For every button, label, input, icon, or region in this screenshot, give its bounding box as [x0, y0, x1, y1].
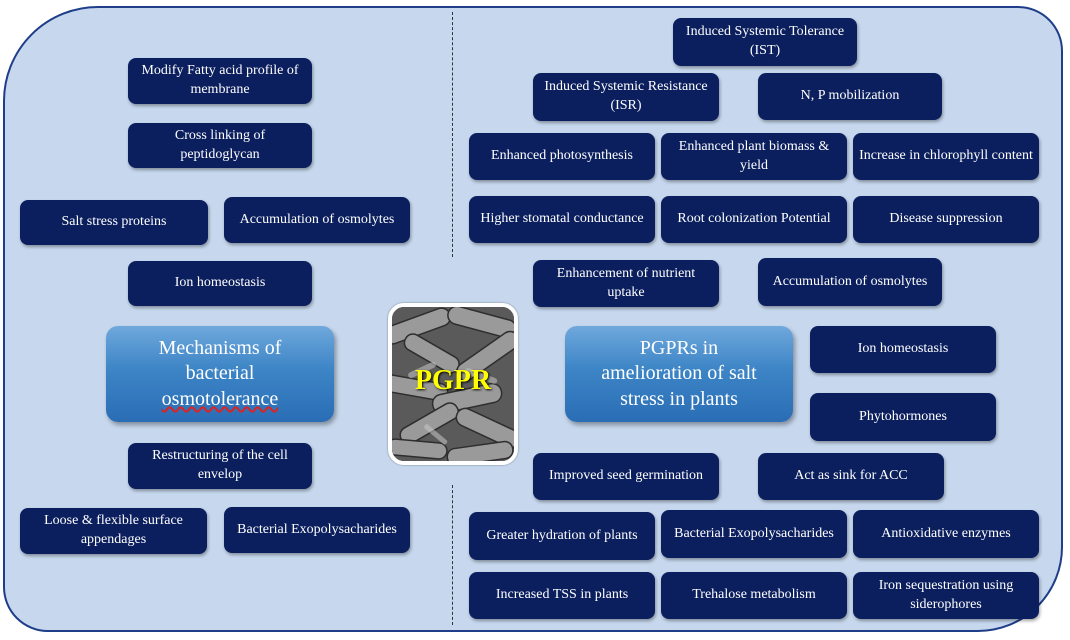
box-stomatal: Higher stomatal conductance — [469, 196, 655, 243]
hub-right-line1: PGPRs in — [639, 336, 719, 359]
bacteria-micrograph-icon — [392, 307, 514, 461]
box-tss: Increased TSS in plants — [469, 572, 655, 619]
center-divider-top — [452, 12, 453, 257]
box-nutrient-uptake: Enhancement of nutrient uptake — [533, 260, 719, 307]
hub-right-line2: amelioration of salt — [601, 362, 757, 385]
box-hydration: Greater hydration of plants — [469, 512, 655, 560]
hub-right-line3: stress in plants — [620, 387, 738, 410]
box-restructuring: Restructuring of the cell envelop — [128, 443, 312, 489]
box-np-mobilization: N, P mobilization — [758, 73, 942, 120]
box-iron-sequestration: Iron sequestration using siderophores — [853, 572, 1039, 619]
box-photosynthesis: Enhanced photosynthesis — [469, 133, 655, 180]
box-chlorophyll: Increase in chlorophyll content — [853, 133, 1039, 180]
pgpr-micrograph-image: PGPR — [388, 303, 518, 465]
box-antioxidative: Antioxidative enzymes — [853, 510, 1039, 558]
box-exopolysacharides-left: Bacterial Exopolysacharides — [224, 507, 410, 553]
box-ion-homeostasis-left: Ion homeostasis — [128, 261, 312, 306]
box-seed-germination: Improved seed germination — [533, 453, 719, 500]
box-trehalose: Trehalose metabolism — [661, 572, 847, 619]
box-modify-fatty-acid: Modify Fatty acid profile of membrane — [128, 58, 312, 104]
box-exopolysacharides-right: Bacterial Exopolysacharides — [661, 510, 847, 558]
box-disease-suppression: Disease suppression — [853, 196, 1039, 243]
box-ion-homeostasis-right: Ion homeostasis — [810, 326, 996, 373]
box-biomass: Enhanced plant biomass & yield — [661, 133, 847, 180]
box-accumulation-osmolytes-left: Accumulation of osmolytes — [224, 197, 410, 243]
hub-pgprs-salt-stress: PGPRs in amelioration of salt stress in … — [565, 326, 793, 422]
center-divider-bottom — [452, 485, 453, 625]
box-sink-acc: Act as sink for ACC — [758, 453, 944, 500]
box-isr: Induced Systemic Resistance (ISR) — [533, 73, 719, 121]
hub-left-line1: Mechanisms of — [158, 336, 282, 359]
hub-left-line3: osmotolerance — [161, 387, 279, 410]
box-cross-linking: Cross linking of peptidoglycan — [128, 123, 312, 168]
box-ist: Induced Systemic Tolerance (IST) — [673, 18, 857, 66]
box-accumulation-osmolytes-right: Accumulation of osmolytes — [758, 258, 942, 306]
hub-left-line2: bacterial — [185, 362, 255, 385]
pgpr-label: PGPR — [414, 365, 492, 396]
box-loose-flexible: Loose & flexible surface appendages — [20, 508, 207, 554]
box-root-colonization: Root colonization Potential — [661, 196, 847, 243]
hub-bacterial-osmotolerance: Mechanisms of bacterial osmotolerance — [106, 326, 334, 422]
box-phytohormones: Phytohormones — [810, 393, 996, 441]
box-salt-stress-proteins: Salt stress proteins — [20, 200, 208, 245]
